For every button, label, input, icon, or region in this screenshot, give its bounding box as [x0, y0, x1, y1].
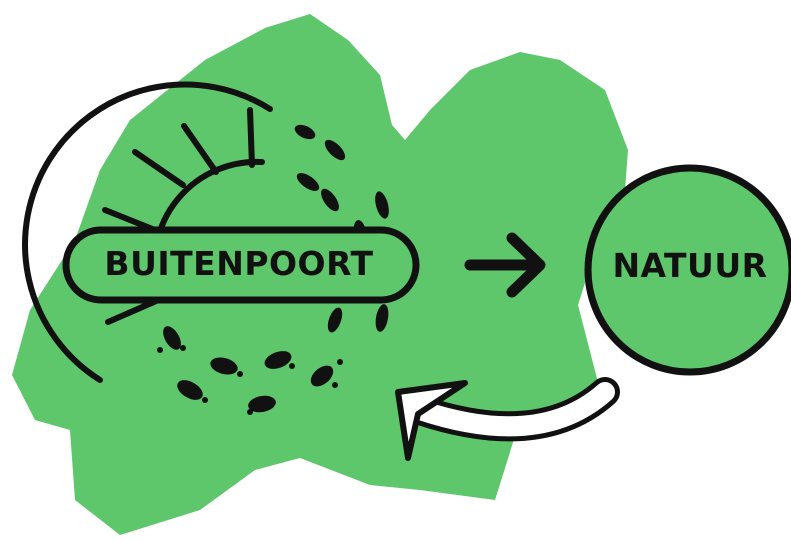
source-node-label: BUITENPOORT [78, 247, 400, 280]
target-node-label: NATUUR [583, 249, 791, 282]
